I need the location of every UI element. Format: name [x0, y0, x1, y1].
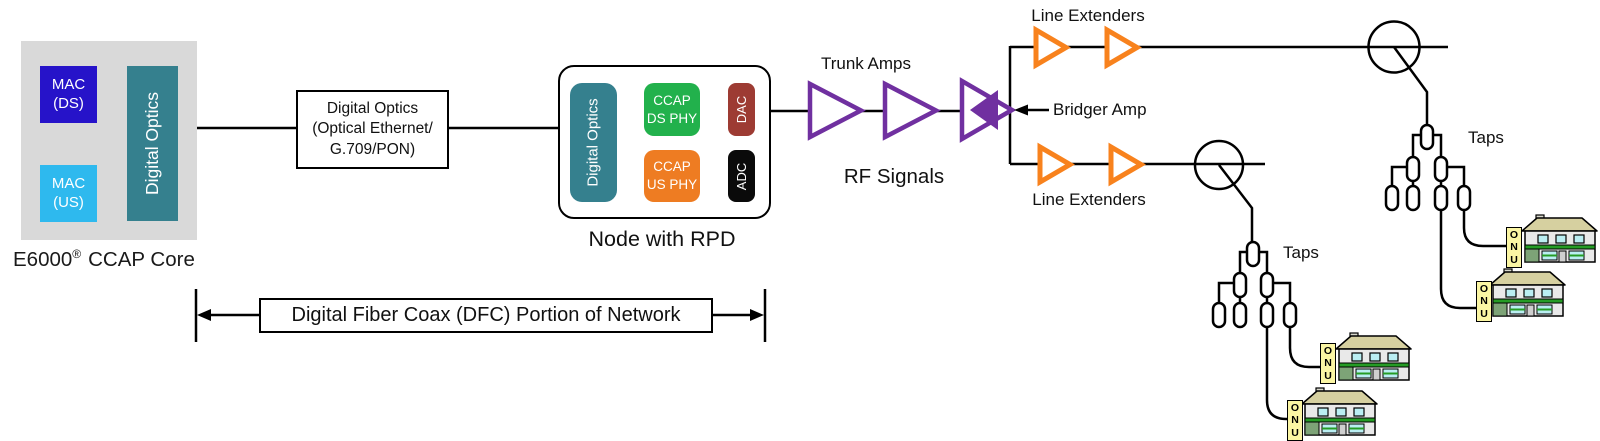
house-icon-4	[1301, 387, 1378, 436]
bridger-amp-inner-icon	[970, 90, 998, 130]
tap-cluster-middle	[1211, 240, 1321, 421]
ccap-ds-phy-box: CCAP DS PHY	[644, 83, 700, 136]
splitter-bottom-icon	[1193, 139, 1245, 191]
adc-label: ADC	[734, 162, 750, 190]
onu-box-2: ONU	[1476, 281, 1492, 323]
ccap-core-name: CCAP Core	[88, 247, 195, 271]
onu-box-1: ONU	[1506, 227, 1522, 269]
tap-icon	[1259, 271, 1275, 299]
trunk-amp-1-icon	[807, 80, 866, 141]
tap-icon	[1282, 301, 1298, 329]
digital-optics-fiber-box: Digital Optics (Optical Ethernet/ G.709/…	[296, 90, 449, 169]
tap-icon	[1405, 155, 1421, 183]
arrowhead-left-icon	[197, 309, 211, 321]
arrowhead-right-icon	[750, 309, 764, 321]
bridger-amp-label: Bridger Amp	[1053, 100, 1147, 119]
bridger-amp-arrow	[1014, 104, 1049, 116]
drop-cable	[1288, 327, 1321, 369]
arrowhead-left-icon	[1014, 104, 1028, 116]
ccap-core-block: MAC (DS) MAC (US) Digital Optics	[21, 41, 197, 240]
line-extender-bottom-1-icon	[1037, 142, 1075, 187]
top-splitter-drop-line	[1392, 46, 1429, 125]
node-digital-optics-label: Digital Optics	[585, 98, 603, 187]
core-digital-optics-label: Digital Optics	[142, 91, 162, 196]
line-extenders-bottom-label: Line Extenders	[1032, 190, 1146, 209]
rf-signals-label: RF Signals	[843, 165, 945, 188]
tap-icon	[1211, 301, 1227, 329]
tap-icon	[1232, 301, 1248, 329]
line-extenders-group	[1033, 25, 1146, 187]
coax-trunk-lines	[197, 45, 1448, 242]
tap-icon	[1259, 301, 1275, 329]
tap-cluster-top	[1384, 123, 1507, 310]
onu-box-3: ONU	[1320, 343, 1336, 385]
line-extender-bottom-2-icon	[1108, 142, 1146, 187]
trunk-amp-2-icon	[882, 80, 941, 141]
dac-label: DAC	[734, 95, 750, 124]
onu-box-4: ONU	[1287, 400, 1303, 441]
splitter-top-icon	[1367, 20, 1421, 74]
tap-icon	[1419, 123, 1435, 151]
adc-box: ADC	[728, 150, 755, 202]
line-extender-top-2-icon	[1104, 25, 1142, 70]
line-extender-top-1-icon	[1033, 25, 1071, 70]
node-with-rpd-box: Digital Optics CCAP DS PHY CCAP US PHY D…	[558, 65, 771, 219]
mac-ds-box: MAC (DS)	[40, 66, 97, 123]
taps-top-label: Taps	[1468, 128, 1504, 147]
house-icon-1	[1521, 214, 1598, 263]
dac-box: DAC	[728, 83, 755, 136]
ccap-core-caption: E6000® CCAP Core	[13, 247, 195, 272]
core-digital-optics-box: Digital Optics	[127, 66, 178, 221]
ccap-core-model: E6000	[13, 247, 73, 271]
bottom-splitter-drop-line	[1218, 164, 1254, 242]
tap-icon	[1405, 184, 1421, 212]
node-digital-optics-box: Digital Optics	[570, 83, 617, 202]
tap-icon	[1433, 184, 1449, 212]
drop-cable	[1462, 210, 1507, 248]
dfc-bracket	[194, 289, 767, 342]
trunk-amps-label: Trunk Amps	[820, 54, 912, 73]
tap-icon	[1384, 184, 1400, 212]
node-with-rpd-caption: Node with RPD	[588, 227, 736, 251]
taps-middle-label: Taps	[1283, 243, 1319, 262]
line-extenders-top-label: Line Extenders	[1031, 6, 1145, 25]
dfc-portion-box: Digital Fiber Coax (DFC) Portion of Netw…	[259, 298, 713, 333]
ccap-us-phy-box: CCAP US PHY	[644, 150, 700, 202]
tap-icon	[1245, 240, 1261, 268]
tap-icon	[1433, 155, 1449, 183]
drop-cable	[1265, 327, 1289, 421]
mac-us-box: MAC (US)	[40, 165, 97, 222]
tap-icon	[1456, 184, 1472, 212]
drop-cable	[1439, 210, 1477, 310]
house-icon-3	[1335, 332, 1412, 381]
trunk-amps-group	[807, 77, 1017, 143]
tap-icon	[1232, 271, 1248, 299]
house-icon-2	[1489, 268, 1566, 317]
registered-mark: ®	[72, 247, 82, 261]
